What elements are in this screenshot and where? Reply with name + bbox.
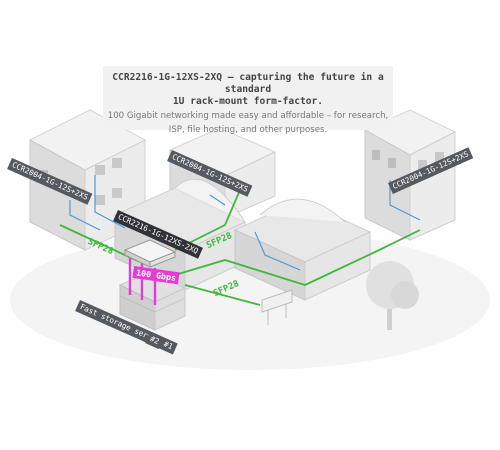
arched-hangar-right (233, 198, 372, 301)
caption-sub-line-1: 100 Gigabit networking made easy and aff… (107, 111, 389, 121)
caption-sub-line-2: ISP, file hosting, and other purposes. (168, 125, 328, 135)
core-router (123, 239, 177, 268)
tree (366, 261, 419, 330)
storage-rack (118, 271, 187, 331)
caption-headline-line-2: 1U rack-mount form-factor. (172, 96, 324, 107)
billboard (261, 289, 293, 325)
headline-caption: CCR2216-1G-12XS-2XQ – capturing the futu… (103, 66, 393, 135)
caption-headline-line-1: CCR2216-1G-12XS-2XQ – capturing the futu… (112, 72, 384, 95)
